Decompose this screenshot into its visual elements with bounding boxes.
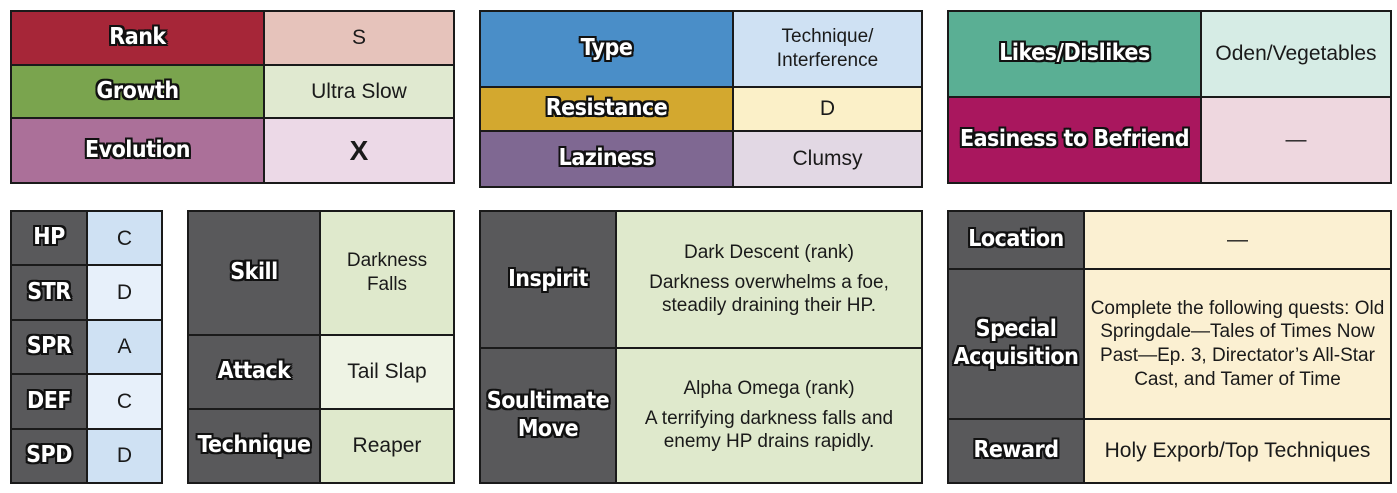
type-value: Technique/ Interference xyxy=(732,10,923,88)
stat-value-spr: A xyxy=(86,318,163,376)
location-label: Location xyxy=(947,210,1085,270)
growth-label: Growth xyxy=(10,63,265,120)
abilities-table: Inspirit Dark Descent (rank) Darkness ov… xyxy=(479,210,923,484)
stat-value-str: D xyxy=(86,264,163,321)
stat-label-str: STR xyxy=(10,264,88,321)
location-value: — xyxy=(1083,210,1392,270)
easiness-to-befriend-value: — xyxy=(1200,96,1392,184)
likes-dislikes-label: Likes/Dislikes xyxy=(947,10,1202,98)
special-acquisition-value: Complete the following quests: Old Sprin… xyxy=(1083,268,1392,420)
social-table: Likes/Dislikes Oden/Vegetables Easiness … xyxy=(947,10,1392,184)
type-label: Type xyxy=(479,10,734,88)
soultimate-move-value: Alpha Omega (rank) A terrifying darkness… xyxy=(615,347,923,484)
rank-value: S xyxy=(263,10,455,66)
stat-label-hp: HP xyxy=(10,209,88,267)
stat-label-def: DEF xyxy=(10,373,88,430)
soultimate-name: Alpha Omega (rank) xyxy=(683,377,855,399)
inspirit-name: Dark Descent (rank) xyxy=(684,241,854,263)
special-acquisition-label: Special Acquisition xyxy=(947,268,1085,420)
stat-value-def: C xyxy=(86,373,163,430)
profile-table: Rank S Growth Ultra Slow Evolution X xyxy=(10,10,455,184)
resistance-label: Resistance xyxy=(479,86,734,132)
stat-value-hp: C xyxy=(86,209,163,267)
technique-value: Reaper xyxy=(319,407,455,485)
moves-table: Skill Darkness Falls Attack Tail Slap Te… xyxy=(187,210,455,485)
stat-label-spd: SPD xyxy=(10,427,88,485)
laziness-value: Clumsy xyxy=(732,130,923,188)
attack-label: Attack xyxy=(187,333,321,410)
growth-value: Ultra Slow xyxy=(263,63,455,120)
easiness-to-befriend-label: Easiness to Befriend xyxy=(947,96,1202,184)
evolution-label: Evolution xyxy=(10,117,265,184)
reward-label: Reward xyxy=(947,418,1085,484)
inspirit-label: Inspirit xyxy=(479,210,617,349)
stat-value-spd: D xyxy=(86,427,163,485)
inspirit-value: Dark Descent (rank) Darkness overwhelms … xyxy=(615,210,923,349)
resistance-value: D xyxy=(732,86,923,132)
likes-dislikes-value: Oden/Vegetables xyxy=(1200,10,1392,98)
reward-value: Holy Exporb/Top Techniques xyxy=(1083,418,1392,484)
attack-value: Tail Slap xyxy=(319,333,455,410)
skill-label: Skill xyxy=(187,210,321,336)
traits-table: Type Technique/ Interference Resistance … xyxy=(479,10,923,188)
rank-label: Rank xyxy=(10,10,265,66)
soultimate-move-label: Soultimate Move xyxy=(479,347,617,484)
laziness-label: Laziness xyxy=(479,130,734,188)
evolution-value: X xyxy=(263,117,455,184)
stat-label-spr: SPR xyxy=(10,318,88,376)
stats-table: HP C STR D SPR A DEF C SPD D xyxy=(10,209,163,485)
inspirit-description: Darkness overwhelms a foe, steadily drai… xyxy=(649,271,889,317)
acquisition-table: Location — Special Acquisition Complete … xyxy=(947,210,1392,484)
technique-label: Technique xyxy=(187,407,321,485)
skill-value: Darkness Falls xyxy=(319,210,455,336)
soultimate-description: A terrifying darkness falls and enemy HP… xyxy=(644,407,894,453)
